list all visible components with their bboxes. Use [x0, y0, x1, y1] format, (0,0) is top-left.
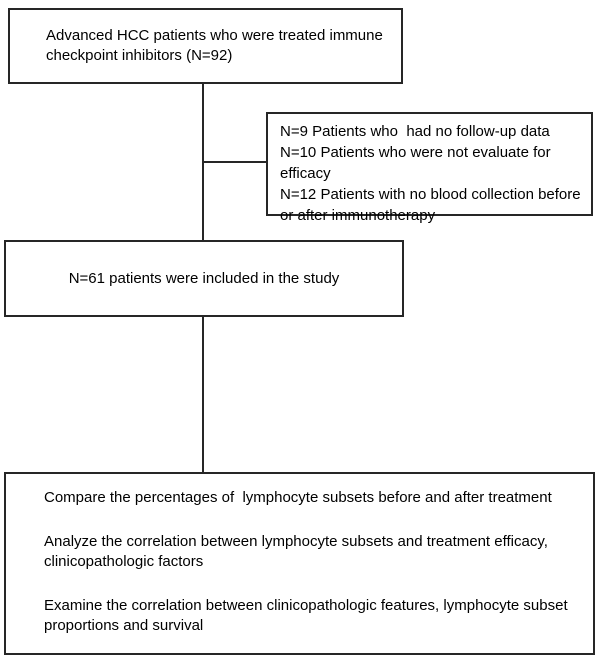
analysis-paragraph-survival: Examine the correlation between clinicop… [44, 597, 572, 634]
exclusion-line-no-blood-collection: N=12 Patients with no blood collection b… [280, 186, 585, 224]
connector-included-to-analyses [202, 317, 204, 472]
included-box: N=61 patients were included in the study [4, 240, 404, 317]
exclusion-line-no-followup: N=9 Patients who had no follow-up data [280, 123, 550, 140]
analysis-paragraph-correlation-efficacy: Analyze the correlation between lymphocy… [44, 533, 553, 570]
analyses-box: Compare the percentages of lymphocyte su… [4, 472, 595, 655]
exclusion-line-not-evaluated: N=10 Patients who were not evaluate for … [280, 144, 555, 182]
connector-branch-to-exclusions [203, 161, 266, 163]
exclusions-box: N=9 Patients who had no follow-up data N… [266, 112, 593, 224]
enrollment-box: Advanced HCC patients who were treated i… [8, 8, 403, 84]
analysis-paragraph-compare: Compare the percentages of lymphocyte su… [44, 489, 552, 506]
enrollment-text: Advanced HCC patients who were treated i… [46, 27, 388, 64]
included-text: N=61 patients were included in the study [68, 269, 340, 287]
